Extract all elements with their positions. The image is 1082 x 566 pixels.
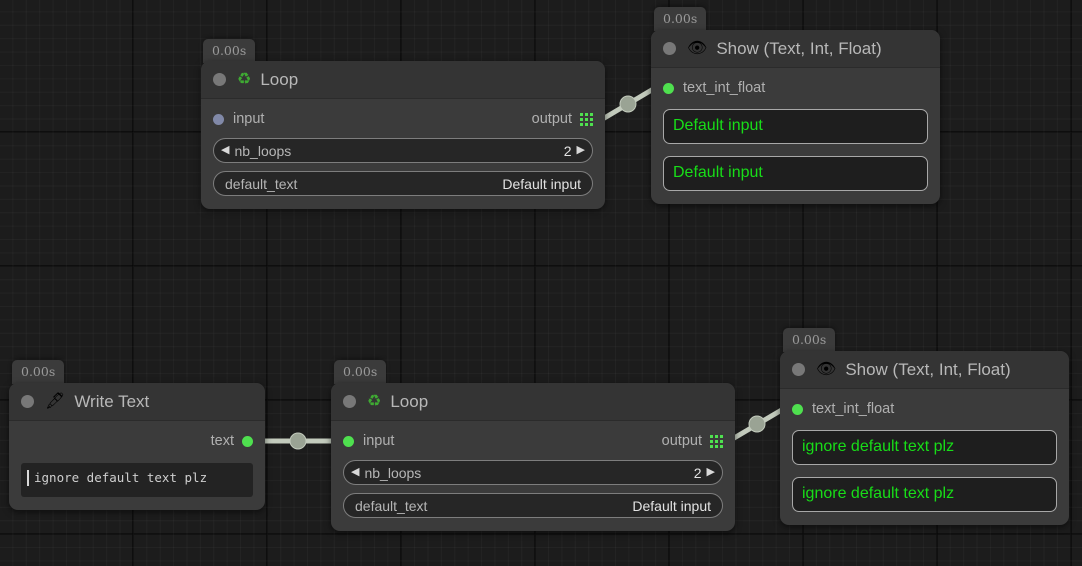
recycle-icon: ♻ xyxy=(237,70,252,88)
node-header-write-text[interactable]: 🖋 Write Text xyxy=(9,383,265,421)
link-loop-bottom-to-show-bottom[interactable] xyxy=(727,405,787,444)
node-title: Loop xyxy=(390,391,429,411)
widget-value[interactable]: 2 xyxy=(563,142,572,159)
port-dot-icon[interactable] xyxy=(663,82,674,94)
output-port-output[interactable]: output xyxy=(662,433,723,449)
input-port-text-int-float[interactable]: text_int_float xyxy=(792,401,894,417)
node-title: Loop xyxy=(260,69,299,89)
node-header-show-bottom[interactable]: 👁 Show (Text, Int, Float) xyxy=(780,351,1069,389)
node-title: Write Text xyxy=(74,391,150,411)
collapse-dot-icon[interactable] xyxy=(792,363,805,376)
node-header-loop-top[interactable]: ♻ Loop xyxy=(201,61,605,99)
node-body-loop-top: input output ◀ nb_loops 2 ▶ default_text… xyxy=(201,99,605,209)
output-port-output[interactable]: output xyxy=(532,111,593,127)
node-header-show-top[interactable]: 👁 Show (Text, Int, Float) xyxy=(651,30,940,68)
value-box: ignore default text plz xyxy=(792,477,1057,512)
node-title: Show (Text, Int, Float) xyxy=(845,359,1011,379)
collapse-dot-icon[interactable] xyxy=(213,73,226,86)
port-label: text_int_float xyxy=(812,401,895,417)
time-badge-show-bottom: 0.00s xyxy=(783,328,836,352)
node-body-write-text: text ignore default text plz xyxy=(9,421,265,510)
node-body-loop-bottom: input output ◀ nb_loops 2 ▶ default_text… xyxy=(331,421,735,531)
increment-arrow-icon[interactable]: ▶ xyxy=(706,466,715,478)
node-show-bottom[interactable]: 👁 Show (Text, Int, Float) text_int_float… xyxy=(780,351,1069,525)
decrement-arrow-icon[interactable]: ◀ xyxy=(221,144,230,156)
node-loop-top[interactable]: ♻ Loop input output ◀ nb_loops 2 xyxy=(201,61,605,209)
time-badge-write-text: 0.00s xyxy=(12,360,65,384)
widget-nb-loops[interactable]: ◀ nb_loops 2 ▶ xyxy=(343,460,723,485)
pen-nib-icon: 🖋 xyxy=(45,392,66,410)
port-dot-icon[interactable] xyxy=(343,435,354,447)
input-port-text-int-float[interactable]: text_int_float xyxy=(663,80,765,96)
port-label: text_int_float xyxy=(683,80,766,96)
widget-label: nb_loops xyxy=(364,464,422,481)
text-input-area[interactable]: ignore default text plz xyxy=(21,463,253,497)
node-title: Show (Text, Int, Float) xyxy=(716,38,882,58)
node-loop-bottom[interactable]: ♻ Loop input output ◀ nb_loops 2 xyxy=(331,383,735,531)
collapse-dot-icon[interactable] xyxy=(343,395,356,408)
node-show-top[interactable]: 👁 Show (Text, Int, Float) text_int_float… xyxy=(651,30,940,204)
value-box: Default input xyxy=(663,156,928,191)
widget-default-text[interactable]: default_text Default input xyxy=(213,171,593,196)
time-badge-loop-bottom: 0.00s xyxy=(334,360,387,384)
port-row: text_int_float xyxy=(792,398,1057,420)
port-row: text xyxy=(21,430,253,452)
value-box: ignore default text plz xyxy=(792,430,1057,465)
node-write-text[interactable]: 🖋 Write Text text ignore default text pl… xyxy=(9,383,265,510)
widget-label: default_text xyxy=(355,497,428,514)
text-input-value[interactable]: ignore default text plz xyxy=(34,470,208,485)
input-port-input[interactable]: input xyxy=(213,111,264,127)
widget-value[interactable]: Default input xyxy=(502,175,581,192)
node-body-show-top: text_int_float Default input Default inp… xyxy=(651,68,940,204)
time-badge-loop-top: 0.00s xyxy=(203,39,256,63)
recycle-icon: ♻ xyxy=(367,392,382,410)
text-caret xyxy=(27,470,29,486)
port-label: input xyxy=(233,111,265,127)
widget-value[interactable]: 2 xyxy=(693,464,702,481)
collapse-dot-icon[interactable] xyxy=(21,395,34,408)
input-port-input[interactable]: input xyxy=(343,433,394,449)
port-label: output xyxy=(531,111,572,127)
node-header-loop-bottom[interactable]: ♻ Loop xyxy=(331,383,735,421)
port-dot-icon[interactable] xyxy=(792,403,803,415)
port-dot-icon[interactable] xyxy=(242,435,253,447)
port-label: text xyxy=(210,433,234,449)
value-box: Default input xyxy=(663,109,928,144)
node-body-show-bottom: text_int_float ignore default text plz i… xyxy=(780,389,1069,525)
time-badge-show-top: 0.00s xyxy=(654,7,707,31)
output-port-text[interactable]: text xyxy=(211,433,253,449)
link-write-text-to-loop-bottom[interactable] xyxy=(259,432,341,450)
port-row: input output xyxy=(213,108,593,130)
widget-default-text[interactable]: default_text Default input xyxy=(343,493,723,518)
widget-nb-loops[interactable]: ◀ nb_loops 2 ▶ xyxy=(213,138,593,163)
decrement-arrow-icon[interactable]: ◀ xyxy=(351,466,360,478)
port-dot-icon[interactable] xyxy=(213,113,224,125)
list-grid-icon[interactable] xyxy=(710,434,723,448)
widget-value[interactable]: Default input xyxy=(632,497,711,514)
port-label: output xyxy=(661,433,702,449)
widget-label: nb_loops xyxy=(234,142,292,159)
port-row: text_int_float xyxy=(663,77,928,99)
widget-label: default_text xyxy=(225,175,298,192)
link-loop-top-to-show-top[interactable] xyxy=(599,85,657,123)
eye-icon: 👁 xyxy=(816,360,837,378)
collapse-dot-icon[interactable] xyxy=(663,42,676,55)
port-label: input xyxy=(363,433,395,449)
eye-icon: 👁 xyxy=(687,39,708,57)
increment-arrow-icon[interactable]: ▶ xyxy=(576,144,585,156)
port-row: input output xyxy=(343,430,723,452)
list-grid-icon[interactable] xyxy=(580,112,593,126)
